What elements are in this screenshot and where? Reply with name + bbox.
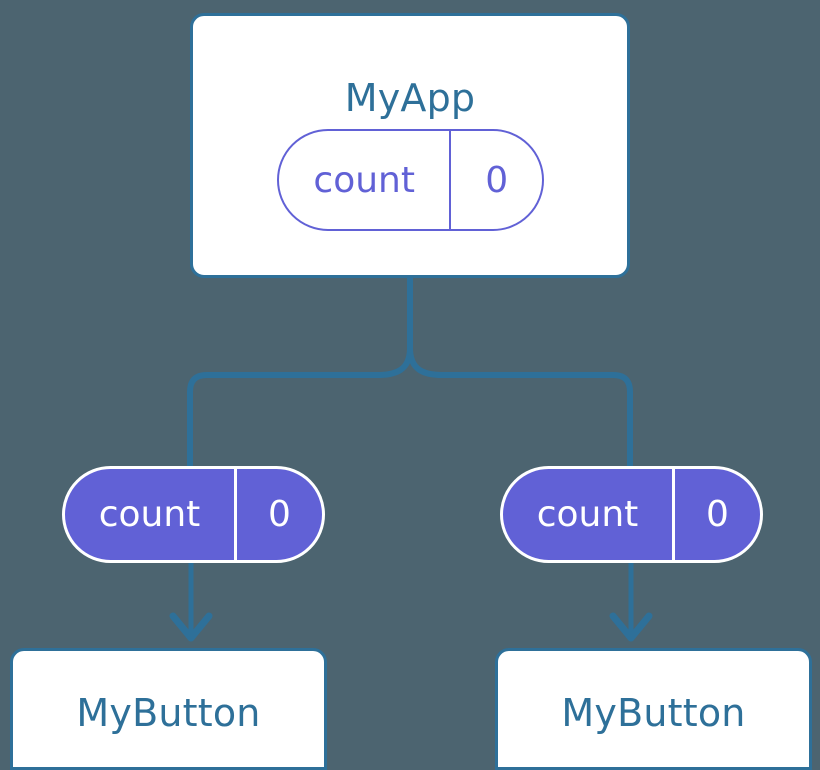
branch-connector-right — [407, 347, 633, 467]
state-pill-name: count — [313, 159, 415, 201]
state-pill-value: 0 — [449, 131, 542, 229]
state-pill-child-right-count[interactable]: count 0 — [500, 466, 763, 563]
state-pill-value: 0 — [672, 469, 760, 560]
state-pill-name: count — [536, 494, 639, 535]
state-pill-myapp-count[interactable]: count 0 — [277, 129, 544, 231]
state-pill-value: 0 — [234, 469, 322, 560]
arrow-head-left-icon — [169, 612, 213, 642]
component-box-mybutton-right[interactable]: MyButton — [495, 648, 812, 770]
component-label-mybutton-right: MyButton — [561, 691, 746, 735]
branch-connector-left — [187, 347, 413, 467]
state-pill-child-left-count[interactable]: count 0 — [62, 466, 325, 563]
component-box-mybutton-left[interactable]: MyButton — [10, 648, 327, 770]
state-pill-name: count — [98, 494, 201, 535]
component-label-myapp: MyApp — [344, 76, 476, 120]
component-label-mybutton-left: MyButton — [76, 691, 261, 735]
arrow-head-right-icon — [609, 612, 653, 642]
